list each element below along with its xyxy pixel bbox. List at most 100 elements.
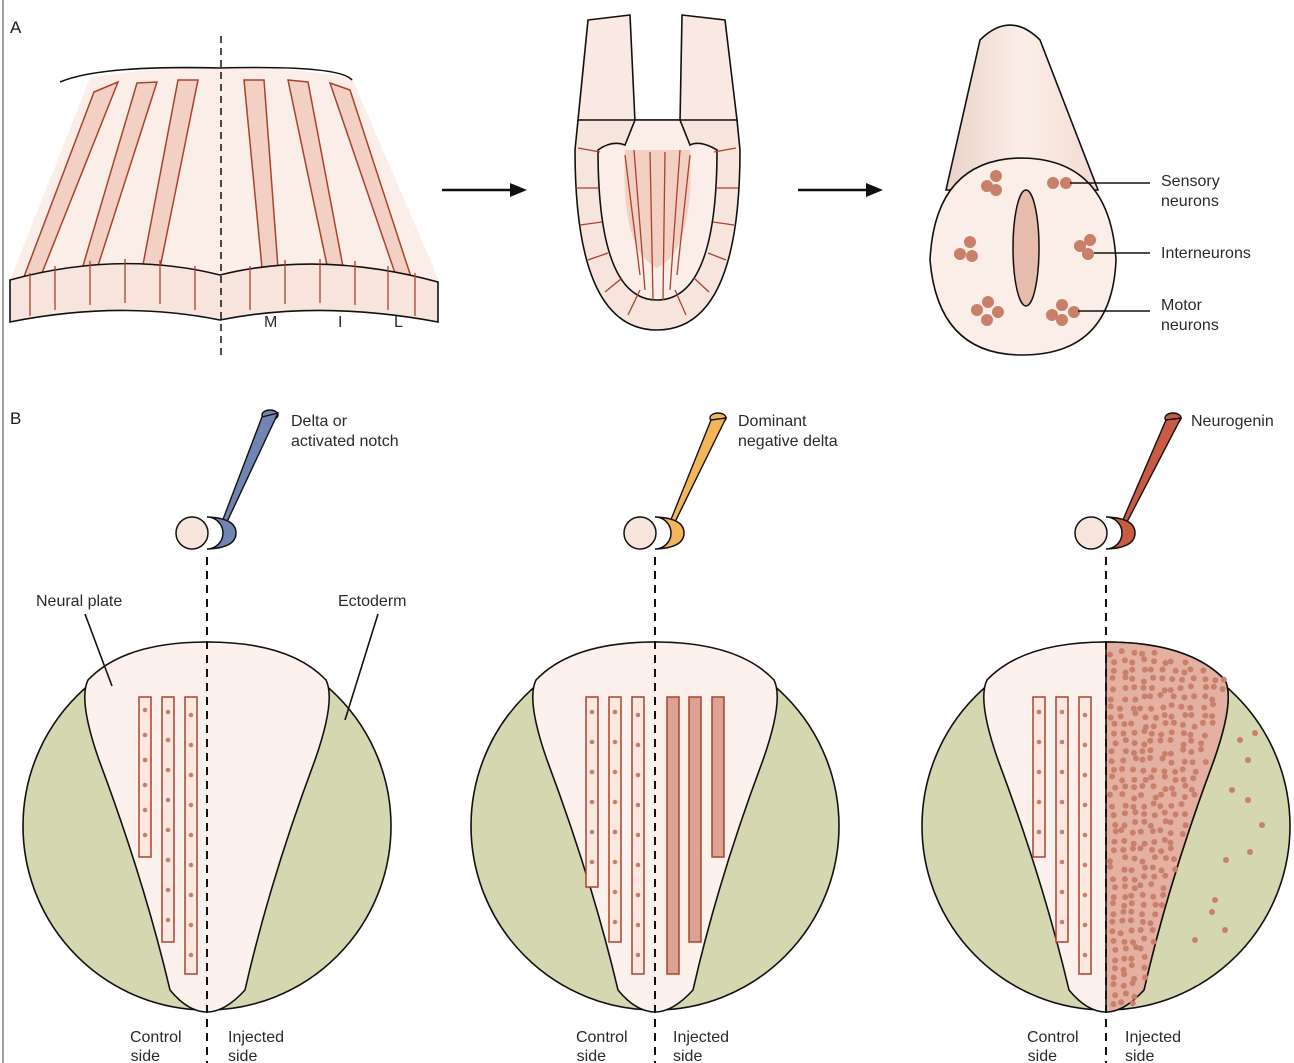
ectopic-neuron-dot bbox=[1182, 712, 1188, 718]
ectopic-neuron-dot bbox=[1108, 703, 1114, 709]
ectopic-neuron-dot bbox=[1131, 750, 1137, 756]
ectopic-neuron-dot bbox=[1121, 956, 1127, 962]
ectopic-neuron-dot bbox=[1150, 865, 1156, 871]
injected-side-label: Injected side bbox=[228, 1029, 289, 1063]
ectopic-neuron-dot bbox=[1123, 991, 1129, 997]
ectopic-neuron-dot bbox=[1158, 692, 1164, 698]
ectopic-neuron-dot bbox=[1141, 742, 1147, 748]
ectopic-neuron-dot bbox=[1148, 667, 1154, 673]
ectopic-neuron-dot bbox=[1141, 811, 1147, 817]
ectopic-neuron-dot bbox=[1181, 669, 1187, 675]
ectopic-neuron-dot bbox=[1210, 701, 1216, 707]
ectopic-neuron-dot bbox=[1121, 721, 1127, 727]
ectopic-neuron-dot bbox=[1180, 747, 1186, 753]
ectopic-neuron-dot bbox=[1141, 902, 1147, 908]
ectopic-neuron-dot bbox=[1151, 783, 1157, 789]
ectopic-neuron-dot bbox=[1112, 884, 1118, 890]
ectopic-neuron-dot bbox=[1203, 684, 1209, 690]
ectopic-neuron-dot bbox=[1191, 675, 1197, 681]
ectopic-neuron-dot bbox=[1112, 822, 1118, 828]
ectopic-neuron-dot bbox=[1149, 685, 1155, 691]
ectopic-neuron-dot bbox=[1193, 769, 1199, 775]
ectopic-neuron-dot bbox=[1132, 697, 1138, 703]
ectopic-neuron-dot bbox=[1131, 804, 1137, 810]
ectopic-neuron-dot bbox=[1162, 712, 1168, 718]
ectopic-neuron-dot bbox=[1122, 939, 1128, 945]
ectopic-neuron-dot bbox=[1118, 827, 1124, 833]
ectopic-neuron-dot bbox=[1181, 730, 1187, 736]
injection-label: Delta or activated notch bbox=[291, 413, 399, 450]
ectopic-neuron-dot bbox=[1109, 773, 1115, 779]
ectopic-neuron-dot bbox=[1188, 712, 1194, 718]
ectopic-neuron-dot bbox=[1107, 652, 1113, 658]
ectopic-neuron-dot bbox=[1122, 810, 1128, 816]
ectopic-neuron-dot bbox=[1123, 685, 1129, 691]
ectopic-neuron-dot bbox=[1200, 668, 1206, 674]
ectopic-neuron-dot bbox=[1162, 837, 1168, 843]
neural-plate-label: Neural plate bbox=[36, 593, 122, 610]
pipette-body bbox=[1122, 418, 1181, 524]
ectopic-neuron-dot bbox=[1111, 767, 1117, 773]
ectopic-neuron-dot bbox=[1210, 720, 1216, 726]
ectopic-neuron-dot bbox=[1148, 823, 1154, 829]
ectoderm-pointer bbox=[345, 614, 378, 720]
ectopic-neuron-dot bbox=[1110, 900, 1116, 906]
ectopic-neuron-dot bbox=[1130, 846, 1136, 852]
ectopic-neuron-dot bbox=[1188, 732, 1194, 738]
ectopic-neuron-dot bbox=[1131, 784, 1137, 790]
ectopic-neuron-dot bbox=[1117, 706, 1123, 712]
ectopic-neuron-dot bbox=[1111, 839, 1117, 845]
ectopic-neuron-dot bbox=[1130, 767, 1136, 773]
ectopic-neuron-dot bbox=[1192, 724, 1198, 730]
ectopic-neuron-dot bbox=[1137, 882, 1143, 888]
ectopic-neuron-dot bbox=[1168, 760, 1174, 766]
ectopic-neuron-dot bbox=[1111, 659, 1117, 665]
ectopic-neuron-dot bbox=[1120, 847, 1126, 853]
ectopic-neuron-dot bbox=[1202, 676, 1208, 682]
ectopic-neuron-dot bbox=[1169, 785, 1175, 791]
ectopic-neuron-dot bbox=[1138, 829, 1144, 835]
ectopic-neuron-dot bbox=[1112, 992, 1118, 998]
ectopic-neuron-dot bbox=[1163, 720, 1169, 726]
experiment-neurogenin: Neurogenin Control side Injected sid bbox=[922, 413, 1290, 1063]
ectopic-neuron-dot bbox=[1203, 759, 1209, 765]
ectopic-neuron-dot bbox=[1157, 803, 1163, 809]
ectopic-neuron-dot bbox=[1140, 757, 1146, 763]
ectopic-neuron-dot bbox=[1141, 819, 1147, 825]
control-blastomere bbox=[176, 517, 208, 549]
ectopic-neuron-dot bbox=[1131, 650, 1137, 656]
ectopic-neuron-dot bbox=[1180, 831, 1186, 837]
ectopic-neuron-dot bbox=[1129, 928, 1135, 934]
ectopic-neuron-dot bbox=[1160, 667, 1166, 673]
ectopic-neuron-dot bbox=[1120, 909, 1126, 915]
ectopic-neuron-dot bbox=[1171, 791, 1177, 797]
ectopic-neuron-dot bbox=[1171, 856, 1177, 862]
sensory-neurons-label: Sensory neurons bbox=[1161, 173, 1224, 210]
ectopic-neuron-dot bbox=[1183, 822, 1189, 828]
ectopic-neuron-dot bbox=[1119, 777, 1125, 783]
ectopic-neuron-dot bbox=[1123, 748, 1129, 754]
ectopic-neuron-dot bbox=[1147, 738, 1153, 744]
ectopic-neuron-dot bbox=[1131, 796, 1137, 802]
ectopic-neuron-dot bbox=[1131, 777, 1137, 783]
ectopic-neuron-dot bbox=[1187, 705, 1193, 711]
ectopic-neuron-dot bbox=[1183, 659, 1189, 665]
control-side-label: Control side bbox=[1027, 1029, 1083, 1063]
ectopic-neuron-dot bbox=[1142, 974, 1148, 980]
ectopic-neuron-dot bbox=[1110, 1001, 1116, 1007]
ectopic-neuron-dot bbox=[1121, 971, 1127, 977]
ectopic-neuron-dot bbox=[1152, 812, 1158, 818]
ectopic-neuron-dot bbox=[1179, 801, 1185, 807]
ectopic-neuron-dot bbox=[1159, 867, 1165, 873]
ectopic-neuron-dot bbox=[1140, 892, 1146, 898]
ectopic-neuron-dot bbox=[1152, 650, 1158, 656]
ectopic-neuron-dot bbox=[1152, 911, 1158, 917]
ectopic-neuron-dot bbox=[1122, 876, 1128, 882]
zone-label-m: M bbox=[264, 314, 277, 331]
ectopic-neuron-dot bbox=[1142, 954, 1148, 960]
ectopic-neuron-dot bbox=[1129, 660, 1135, 666]
ectopic-neuron-dot bbox=[1111, 938, 1117, 944]
ectopic-neuron-dot bbox=[1123, 803, 1129, 809]
ectopic-neuron-dot bbox=[1221, 677, 1227, 683]
